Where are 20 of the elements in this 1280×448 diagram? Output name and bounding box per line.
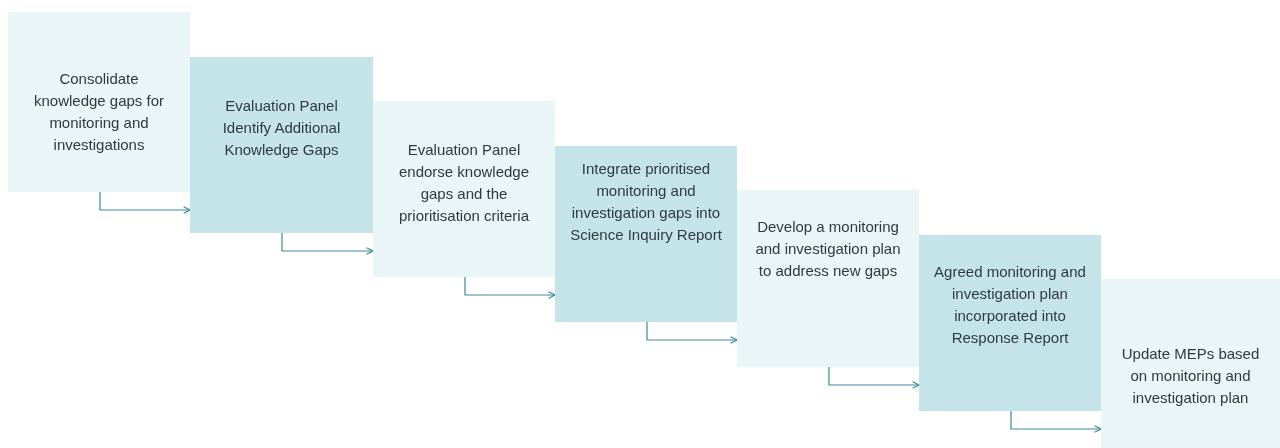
arrow	[99, 191, 191, 214]
process-box	[8, 12, 190, 192]
process-box	[190, 57, 373, 233]
step-text: Update MEPs based on monitoring and investigation plan	[1120, 344, 1261, 408]
step-text: Evaluation Panel endorse knowledge gaps and the prioritisation criteria	[397, 140, 531, 226]
step-text: Agreed monitoring and investigation plan incorporated into Response Report	[933, 262, 1087, 348]
step-text: Consolidate knowledge gaps for monitoring and investigations	[32, 69, 166, 155]
process-box	[373, 101, 555, 277]
arrow	[281, 232, 374, 255]
step-text: Integrate prioritised monitoring and investigation gaps into Science Inquiry Report	[569, 159, 723, 245]
step-text: Evaluation Panel Identify Additional Knowledge Gaps	[221, 96, 342, 160]
arrow	[464, 276, 556, 299]
arrow	[646, 321, 738, 344]
arrow	[828, 366, 920, 389]
process-box	[1101, 279, 1280, 448]
process-box	[555, 146, 737, 322]
process-box	[737, 190, 919, 367]
process-box	[919, 235, 1101, 411]
step-text: Develop a monitoring and investigation plan to address new gaps	[754, 217, 902, 281]
arrow	[1010, 410, 1102, 433]
